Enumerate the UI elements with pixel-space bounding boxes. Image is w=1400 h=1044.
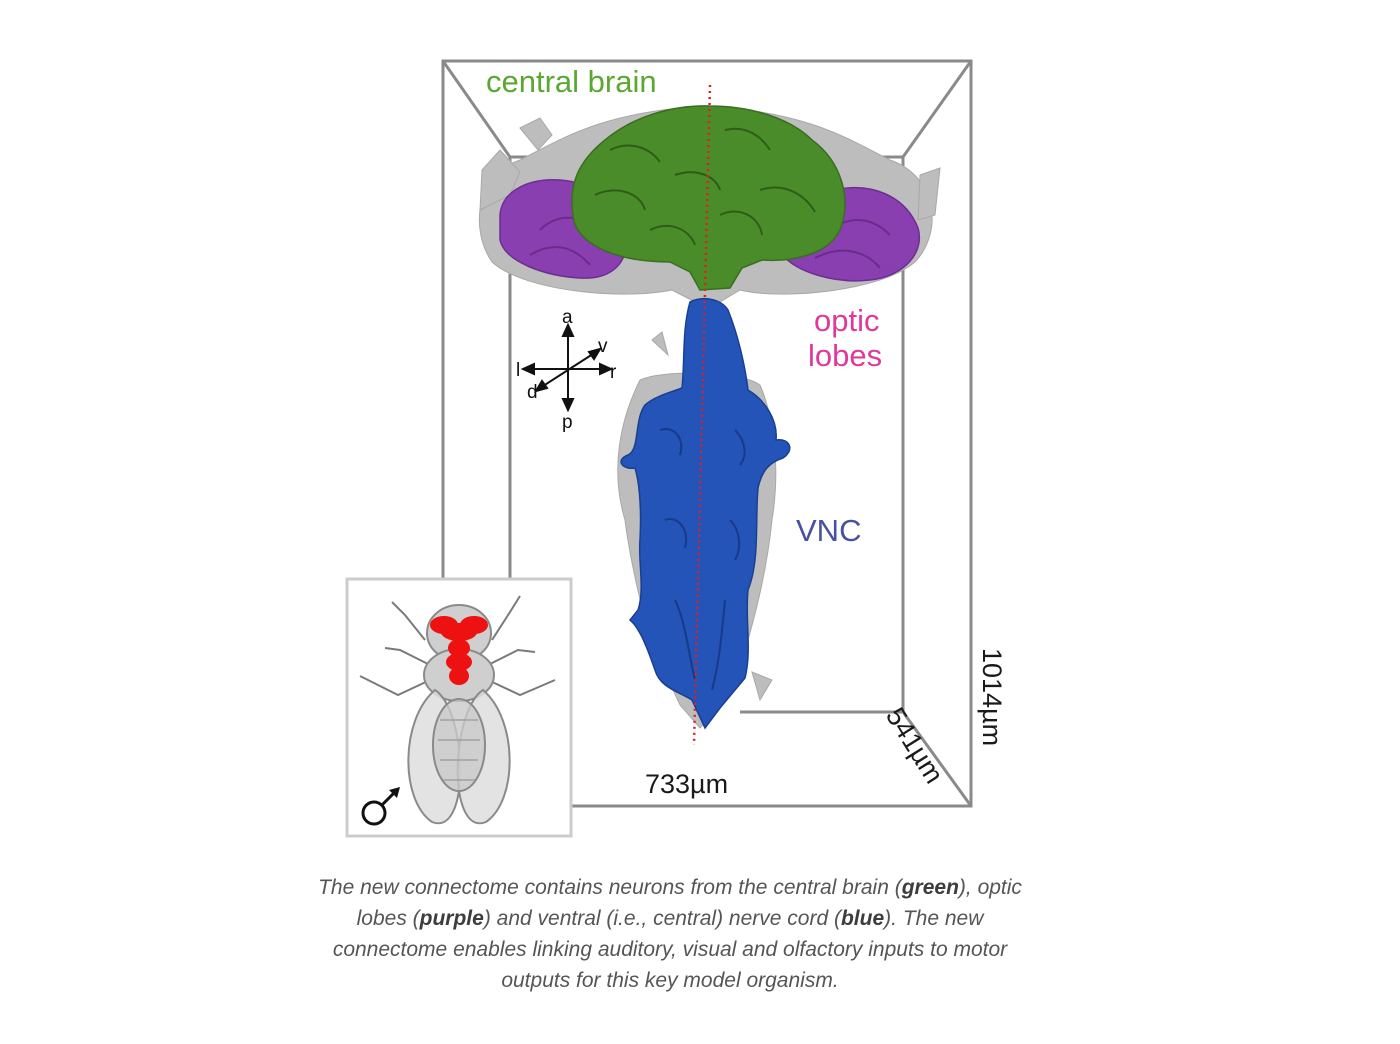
caption-blue: blue: [840, 907, 885, 930]
caption-text-2: ), optic lobes (: [356, 876, 1022, 930]
caption-text-4: ). The new connectome enables linking au…: [332, 907, 1008, 992]
axis-label-anterior: a: [562, 307, 573, 328]
label-central-brain: central brain: [486, 64, 657, 99]
vnc: [620, 297, 791, 730]
axis-label-posterior: p: [562, 412, 573, 433]
caption-purple: purple: [419, 907, 484, 930]
connectome-figure: a p l r v d central brain optic lobes VN…: [345, 59, 1007, 838]
dimension-depth: 541µm: [880, 702, 949, 788]
midline: [692, 84, 712, 746]
figure-caption: The new connectome contains neurons from…: [300, 872, 1040, 996]
axis-label-left: l: [516, 360, 520, 381]
axis-label-ventral: v: [598, 336, 608, 357]
central-brain: [571, 105, 846, 291]
male-symbol-icon: [361, 800, 387, 826]
label-vnc: VNC: [796, 513, 861, 548]
dimension-width: 733µm: [645, 769, 728, 799]
caption-green: green: [901, 876, 959, 899]
caption-text-1: The new connectome contains neurons from…: [318, 876, 902, 899]
orientation-compass: [520, 322, 614, 413]
axis-label-right: r: [610, 362, 617, 383]
dimension-height: 1014µm: [977, 648, 1007, 746]
label-lobes: lobes: [808, 338, 882, 373]
caption-text-3: ) and ventral (i.e., central) nerve cord…: [483, 907, 841, 930]
orientation-labels: a p l r v d: [516, 307, 617, 433]
axis-label-dorsal: d: [527, 382, 538, 403]
fly-brain-highlight: [430, 616, 488, 685]
label-optic: optic: [814, 303, 879, 338]
fly-inset: [345, 577, 573, 838]
